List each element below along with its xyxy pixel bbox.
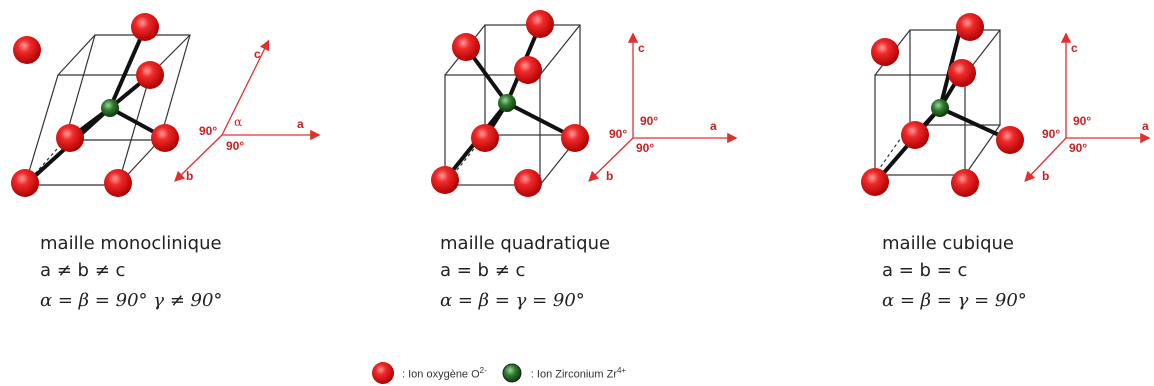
- angle-left-label: 90°: [609, 127, 627, 141]
- axis-c-label: c: [638, 41, 645, 55]
- oxygen-ion: [56, 124, 84, 152]
- alpha-label: α: [234, 115, 242, 129]
- cubic-angles: α = β = γ = 90°: [882, 290, 1027, 311]
- oxygen-ion: [514, 169, 542, 197]
- oxygen-ion: [956, 13, 984, 41]
- oxygen-ion: [561, 124, 589, 152]
- legend-zirconium: : Ion Zirconium Zr4+: [499, 360, 626, 386]
- oxygen-ion: [151, 124, 179, 152]
- oxygen-ion: [13, 36, 41, 64]
- monoclinic-title: maille monoclinique: [40, 233, 222, 254]
- tetragonal-panel: c a b 90° 90° 90° maille quadratique a =…: [410, 0, 770, 340]
- axis-a-label: a: [1142, 119, 1149, 133]
- angle-bottom-label: 90°: [1069, 141, 1087, 155]
- angle-top-label: 90°: [1073, 114, 1091, 128]
- legend-zirconium-charge: 4+: [616, 365, 627, 375]
- oxygen-ion: [131, 13, 159, 41]
- zirconium-swatch-icon: [502, 363, 522, 383]
- oxygen-ion: [136, 61, 164, 89]
- oxygen-ion: [104, 169, 132, 197]
- cubic-title: maille cubique: [882, 233, 1015, 254]
- cubic-relation: a = b = c: [882, 260, 968, 281]
- angle-top-label: 90°: [640, 114, 658, 128]
- axes: [588, 32, 738, 182]
- oxygen-ion: [951, 169, 979, 197]
- cubic-panel: c a b 90° 90° 90° maille cubique a = b =…: [830, 0, 1154, 340]
- angle-bottom-label: 90°: [636, 141, 654, 155]
- zirconium-ion: [931, 99, 949, 117]
- oxygen-ion: [861, 168, 889, 196]
- tetragonal-relation: a = b ≠ c: [440, 260, 526, 281]
- tetragonal-diagram: c a b 90° 90° 90°: [431, 10, 738, 197]
- legend-oxygen: : Ion oxygène O2-: [370, 360, 487, 386]
- legend-oxygen-label: : Ion oxygène O: [402, 368, 480, 381]
- monoclinic-relation: a ≠ b ≠ c: [40, 260, 126, 281]
- oxygen-ion: [526, 10, 554, 38]
- axis-b-label: b: [186, 169, 193, 183]
- oxygen-ion: [901, 121, 929, 149]
- zirconium-ion: [498, 94, 516, 112]
- axis-a-label: a: [297, 117, 304, 131]
- oxygen-ion: [871, 38, 899, 66]
- oxygen-ions: [11, 13, 179, 197]
- axes: [1024, 32, 1151, 182]
- tetragonal-angles: α = β = γ = 90°: [440, 290, 585, 311]
- axis-a-label: a: [710, 119, 717, 133]
- axis-b-label: b: [606, 169, 613, 183]
- tetragonal-title: maille quadratique: [440, 233, 611, 254]
- oxygen-ion: [514, 56, 542, 84]
- axis-c-label: c: [1071, 41, 1078, 55]
- angle-left-label: 90°: [199, 124, 217, 138]
- oxygen-ion: [452, 33, 480, 61]
- angle-bottom-label: 90°: [226, 139, 244, 153]
- oxygen-ions: [861, 13, 1024, 197]
- axes: [174, 39, 321, 182]
- monoclinic-diagram: c a b α 90° 90°: [11, 13, 321, 197]
- cubic-diagram: c a b 90° 90° 90°: [861, 13, 1151, 197]
- legend: : Ion oxygène O2- : Ion Zirconium Zr4+: [370, 360, 638, 386]
- oxygen-ion: [11, 169, 39, 197]
- bonds: [23, 26, 167, 187]
- oxygen-swatch-icon: [372, 362, 394, 384]
- oxygen-ions: [431, 10, 589, 197]
- angle-left-label: 90°: [1042, 127, 1060, 141]
- axis-c-label: c: [254, 47, 261, 61]
- oxygen-ion: [996, 126, 1024, 154]
- legend-zirconium-label: : Ion Zirconium Zr: [530, 368, 617, 381]
- oxygen-ion: [948, 59, 976, 87]
- cell-frame: [874, 29, 1001, 176]
- monoclinic-panel: c a b α 90° 90° maille monoclinique a ≠ …: [0, 0, 380, 340]
- oxygen-ion: [431, 166, 459, 194]
- axis-b-label: b: [1042, 169, 1049, 183]
- zirconium-ion: [101, 99, 119, 117]
- monoclinic-angles: α = β = 90° γ ≠ 90°: [40, 290, 223, 311]
- oxygen-ion: [471, 124, 499, 152]
- legend-oxygen-charge: 2-: [479, 365, 487, 375]
